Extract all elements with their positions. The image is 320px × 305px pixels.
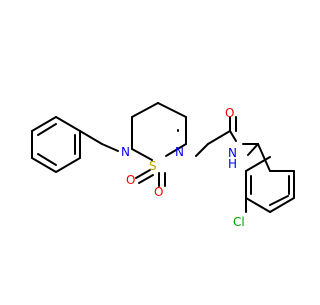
amide-hydrogen-label: H [228,157,237,171]
amide-nitrogen-label: N [228,146,237,160]
sulfonyl-oxygen-2-label: O [154,185,163,199]
acetamide-bonds [177,116,259,157]
sulfonyl-oxygen-1-label: O [126,173,135,187]
thiadiazinane-ring [131,102,187,161]
chlorophenyl-ring [242,143,295,213]
benzyl-phenyl-ring [31,116,81,173]
carbonyl-oxygen-label: O [225,106,234,120]
molecule-drawing: N N S O O O N H Cl [31,102,295,229]
ring-nitrogen-left-label: N [121,145,130,159]
sulfonyl-bonds [135,169,166,187]
structure-canvas: N N S O O O N H Cl [31,102,295,229]
ring-nitrogen-right-label: N [175,145,184,159]
benzyl-ch2-bonds [79,130,119,152]
sulfur-label: S [149,159,157,173]
chlorine-label: Cl [233,215,245,229]
